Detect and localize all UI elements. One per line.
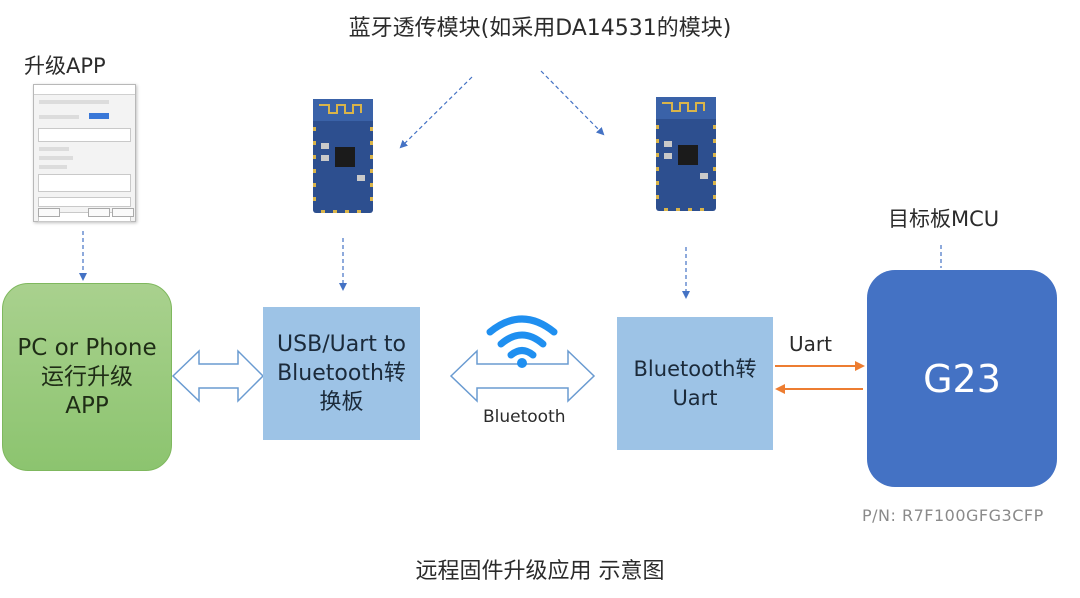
mcu-box: G23 — [867, 270, 1057, 487]
dashed-arrow — [399, 76, 473, 149]
dashed-arrow — [540, 70, 605, 136]
top-title: 蓝牙透传模块(如采用DA14531的模块) — [348, 16, 732, 41]
app-label: 升级APP — [24, 54, 106, 78]
usb-box-line: 换板 — [319, 390, 364, 415]
usb-box-line: Bluetooth转 — [277, 361, 406, 386]
usb-uart-to-bluetooth-box: USB/Uart to Bluetooth转 换板 — [263, 307, 420, 440]
app-window-screenshot — [33, 84, 136, 222]
usb-box-line: USB/Uart to — [277, 332, 406, 357]
pc-box-line: 运行升级 — [41, 363, 133, 390]
part-number-label: P/N: R7F100GFG3CFP — [862, 506, 1044, 525]
mcu-box-label: G23 — [923, 356, 1001, 401]
target-board-label: 目标板MCU — [888, 207, 1000, 231]
bluetooth-label: Bluetooth — [483, 407, 566, 427]
bluetooth-module-photo — [313, 99, 373, 213]
double-arrow — [449, 349, 596, 403]
pc-box-line: APP — [65, 392, 109, 419]
diagram-caption: 远程固件升级应用 示意图 — [415, 559, 665, 584]
pc-box-line: PC or Phone — [17, 334, 157, 361]
double-arrow — [171, 349, 265, 403]
wifi-icon — [486, 315, 558, 368]
bt-box-line: Uart — [672, 385, 718, 410]
bluetooth-to-uart-box: Bluetooth转 Uart — [617, 317, 773, 450]
pc-or-phone-box: PC or Phone 运行升级 APP — [2, 283, 172, 471]
bt-box-line: Bluetooth转 — [633, 356, 757, 381]
uart-label: Uart — [789, 332, 832, 356]
bluetooth-module-photo — [656, 97, 716, 211]
